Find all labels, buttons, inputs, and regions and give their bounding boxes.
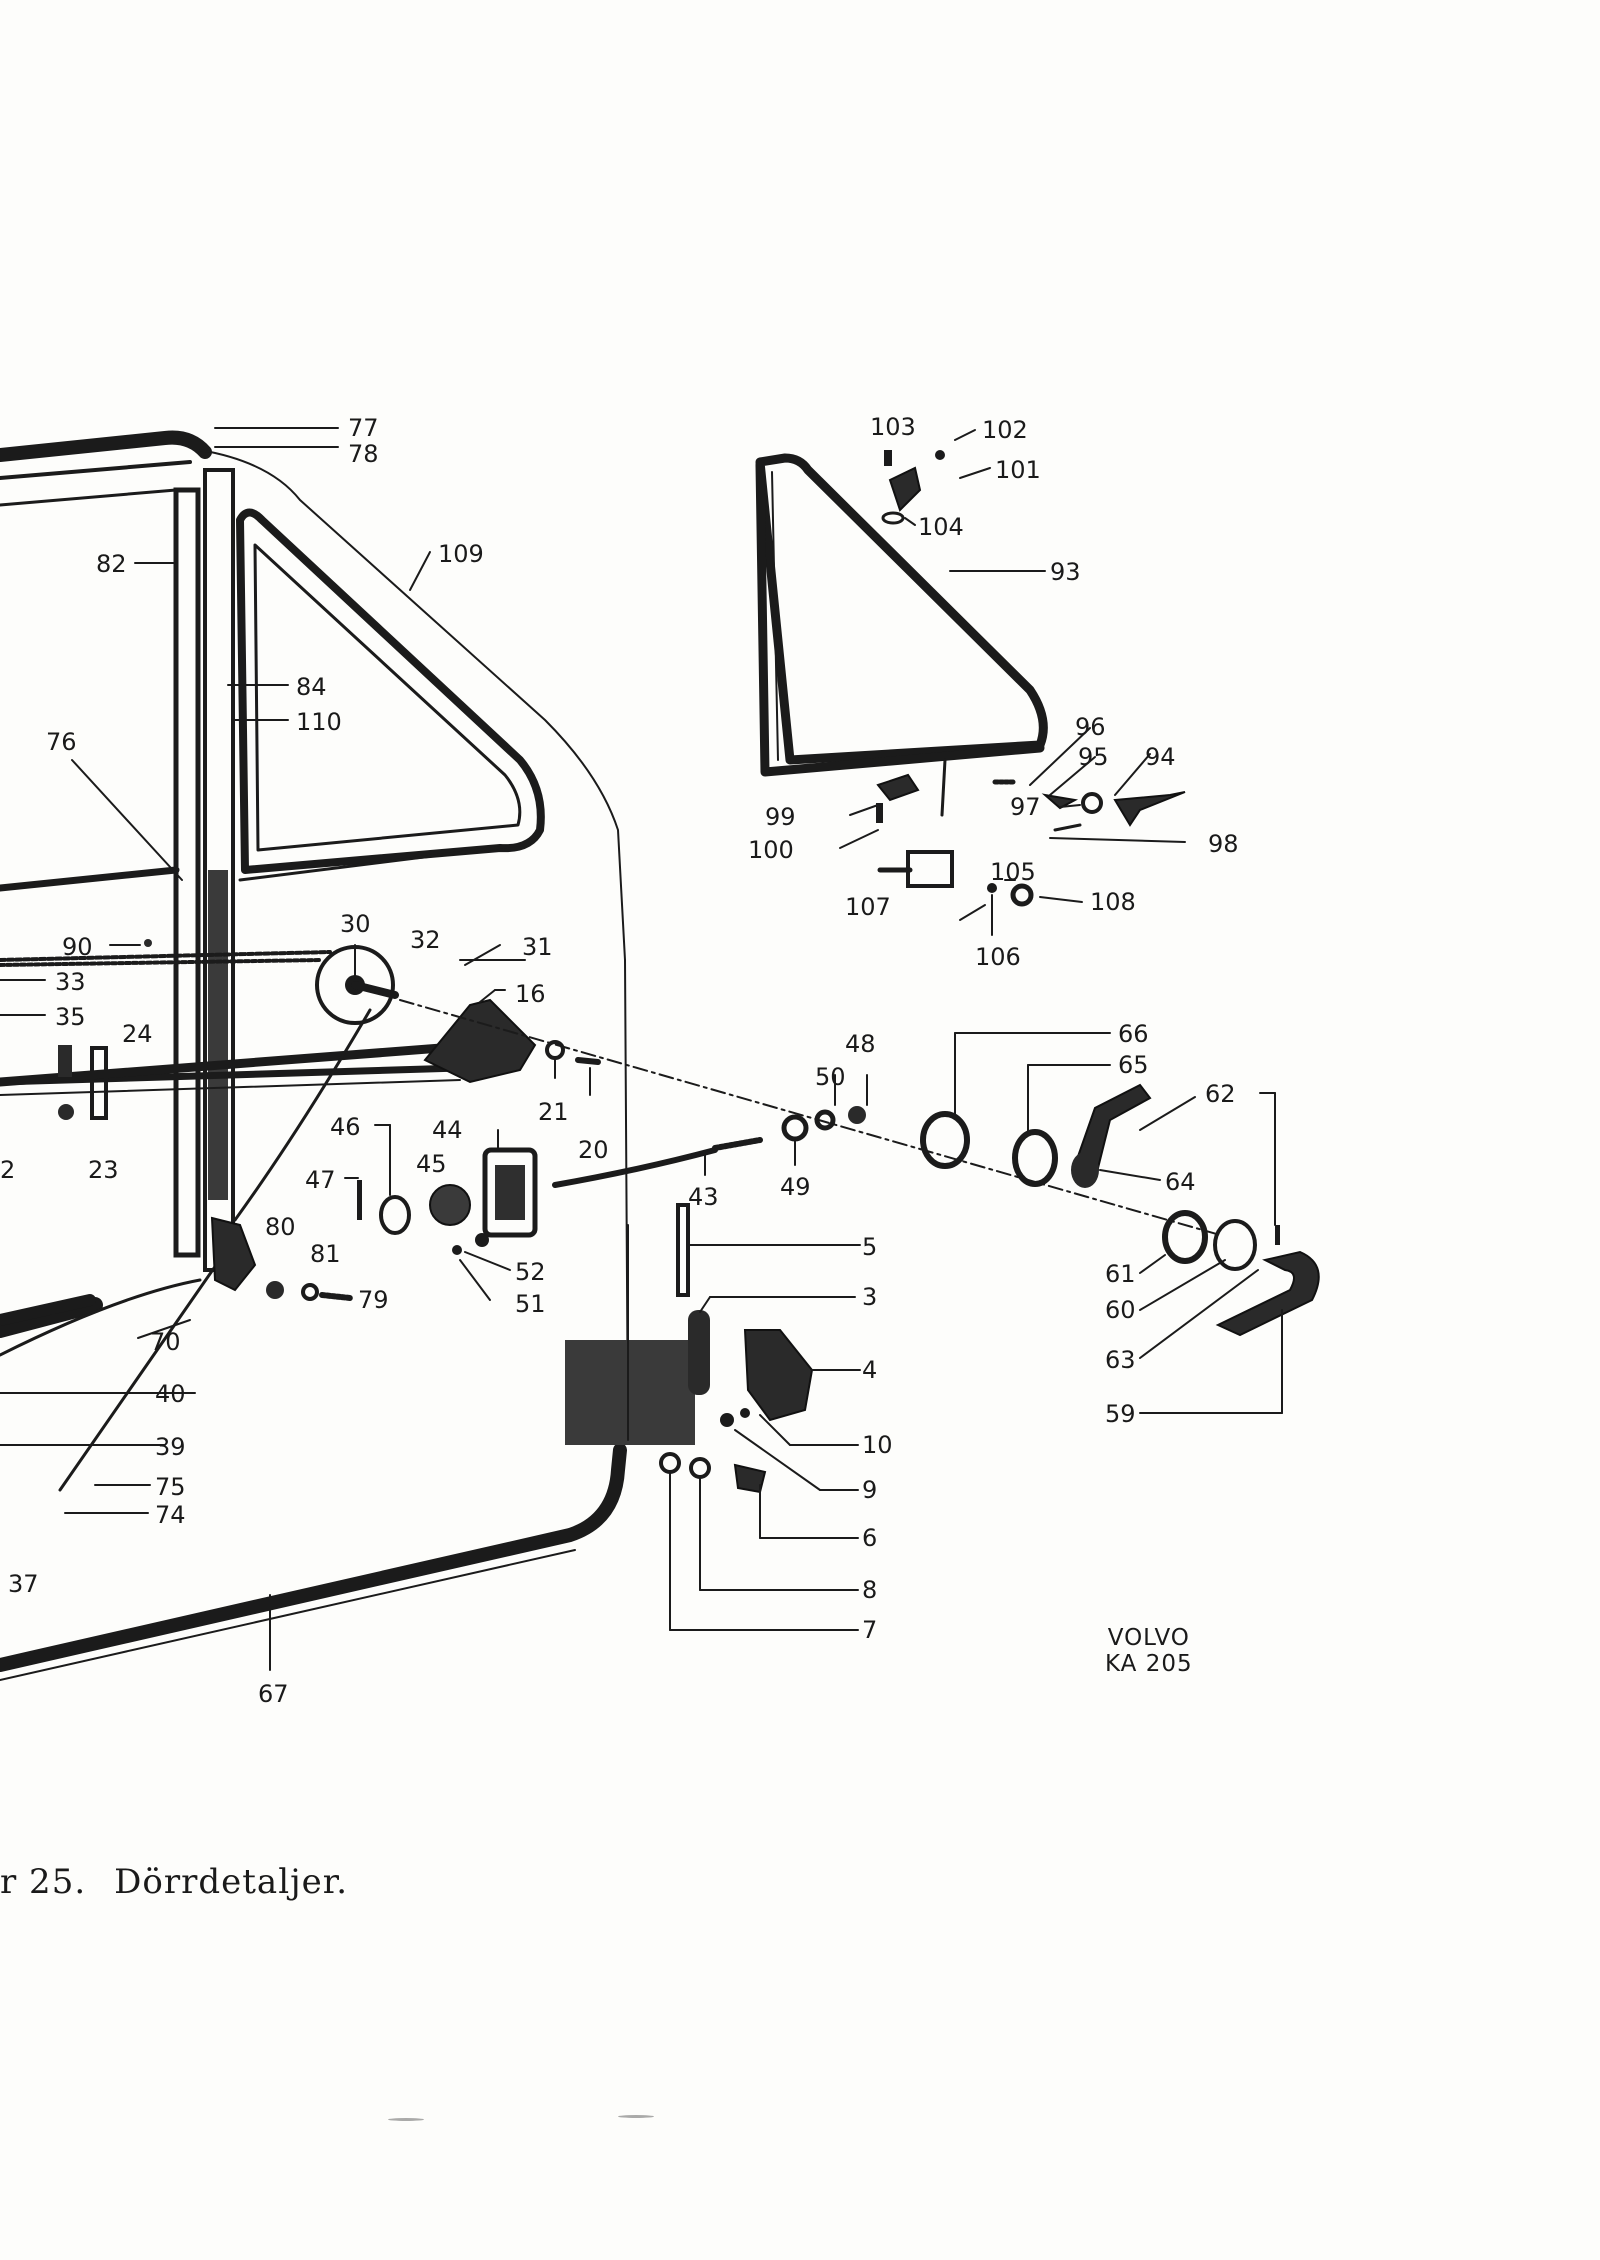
part-label: 40 (155, 1380, 186, 1408)
part-label: 81 (310, 1240, 341, 1268)
part-number-labels: 77 78 82 109 84 110 76 90 33 35 24 2 23 … (0, 413, 1239, 1708)
part-label: 3 (862, 1283, 877, 1311)
part-label: 51 (515, 1290, 546, 1318)
part-label: 37 (8, 1570, 39, 1598)
part-label: 23 (88, 1156, 119, 1184)
part-label: 9 (862, 1476, 877, 1504)
part-label: 33 (55, 968, 86, 996)
part-label: 96 (1075, 713, 1106, 741)
part-label: 110 (296, 708, 342, 736)
part-label: 78 (348, 440, 379, 468)
part-label: 64 (1165, 1168, 1196, 1196)
part-label: 60 (1105, 1296, 1136, 1324)
caption-title: Dörrdetaljer. (114, 1862, 349, 1902)
part-label: 102 (982, 416, 1028, 444)
part-label: 16 (515, 980, 546, 1008)
door-frame (0, 430, 629, 1681)
part-label: 43 (688, 1183, 719, 1211)
leader-lines (0, 427, 1283, 1671)
part-label: 7 (862, 1616, 877, 1644)
figure-caption: r 25. Dörrdetaljer. (0, 1862, 376, 1902)
part-label: 77 (348, 414, 379, 442)
stamp-brand: VOLVO (1107, 1625, 1190, 1651)
part-label: 24 (122, 1020, 153, 1048)
part-label: 90 (62, 933, 93, 961)
part-label: 62 (1205, 1080, 1236, 1108)
part-label: 39 (155, 1433, 186, 1461)
part-label: 100 (748, 836, 794, 864)
part-label: 104 (918, 513, 964, 541)
vent-window-assembly (755, 450, 1186, 907)
part-label: 94 (1145, 743, 1176, 771)
part-label: 8 (862, 1576, 877, 1604)
part-label: 75 (155, 1473, 186, 1501)
scan-smudge (388, 2118, 424, 2121)
part-label: 20 (578, 1136, 609, 1164)
part-label: 61 (1105, 1260, 1136, 1288)
part-label: 80 (265, 1213, 296, 1241)
part-label: 99 (765, 803, 796, 831)
part-label: 103 (870, 413, 916, 441)
part-label: 82 (96, 550, 127, 578)
part-label: 5 (862, 1233, 877, 1261)
part-label: 106 (975, 943, 1021, 971)
part-label: 66 (1118, 1020, 1149, 1048)
part-label: 30 (340, 910, 371, 938)
part-label: 93 (1050, 558, 1081, 586)
part-label: 84 (296, 673, 327, 701)
part-label: 45 (416, 1150, 447, 1178)
part-label: 95 (1078, 743, 1109, 771)
part-label: 98 (1208, 830, 1239, 858)
part-label: 101 (995, 456, 1041, 484)
part-label: 49 (780, 1173, 811, 1201)
part-label: 50 (815, 1063, 846, 1091)
part-label: 65 (1118, 1051, 1149, 1079)
part-label: 109 (438, 540, 484, 568)
part-label: 79 (358, 1286, 389, 1314)
part-label: 21 (538, 1098, 569, 1126)
part-label: 31 (522, 933, 553, 961)
scan-smudge (618, 2115, 654, 2118)
part-label: 59 (1105, 1400, 1136, 1428)
part-label: 47 (305, 1166, 336, 1194)
lock-and-handle-parts (266, 999, 1320, 1494)
caption-prefix: r 25. (0, 1862, 87, 1902)
part-label: 44 (432, 1116, 463, 1144)
drawing-stamp: VOLVO KA 205 (1105, 1625, 1193, 1677)
part-label: 108 (1090, 888, 1136, 916)
part-label: 76 (46, 728, 77, 756)
stamp-code: KA 205 (1105, 1651, 1193, 1677)
part-label: 4 (862, 1356, 877, 1384)
part-label: 46 (330, 1113, 361, 1141)
part-label: 6 (862, 1524, 877, 1552)
part-label: 74 (155, 1501, 186, 1529)
part-label: 70 (150, 1328, 181, 1356)
part-label: 63 (1105, 1346, 1136, 1374)
part-label: 35 (55, 1003, 86, 1031)
part-label: 2 (0, 1156, 15, 1184)
part-label: 67 (258, 1680, 289, 1708)
part-label: 52 (515, 1258, 546, 1286)
part-label: 48 (845, 1030, 876, 1058)
part-label: 32 (410, 926, 441, 954)
part-label: 105 (990, 858, 1036, 886)
part-label: 97 (1010, 793, 1041, 821)
part-label: 107 (845, 893, 891, 921)
part-label: 10 (862, 1431, 893, 1459)
